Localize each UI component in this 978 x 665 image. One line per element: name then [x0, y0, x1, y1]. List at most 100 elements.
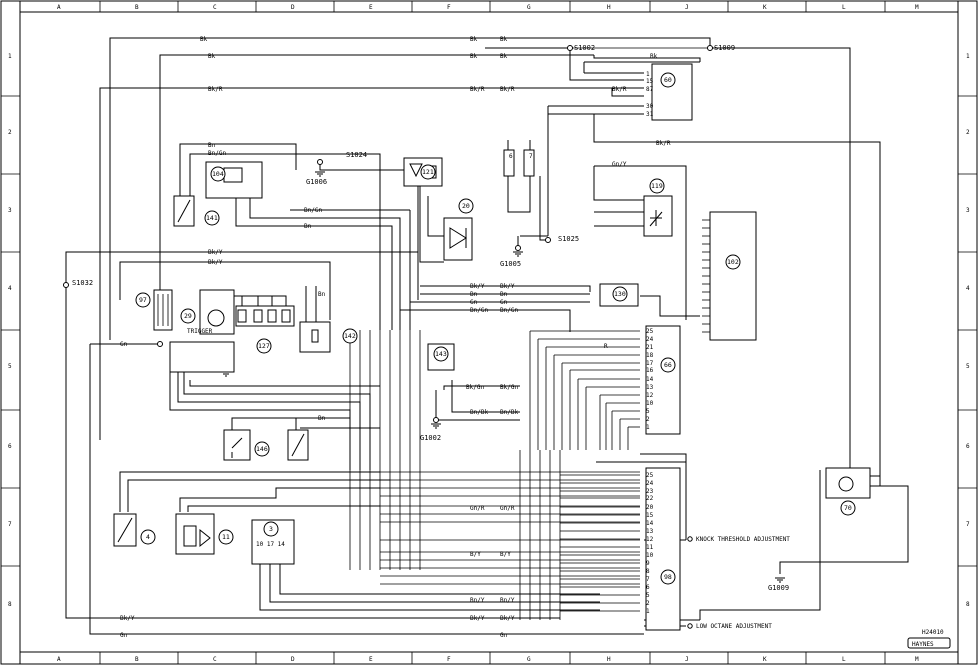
component-102-bubble [725, 254, 741, 270]
wire-color-label: Bk/Gn [466, 384, 484, 391]
pin-60-30: 30 [646, 103, 654, 110]
pin-66-2: 2 [646, 416, 650, 423]
component-20-id: 20 [462, 202, 470, 210]
component-20-box [443, 217, 473, 261]
col-label-bottom: G [527, 656, 531, 663]
wire-bnr-98 [640, 453, 687, 540]
fuse-7 [523, 149, 535, 177]
row-label-right: 8 [966, 601, 970, 608]
note-knock: KNOCK THRESHOLD ADJUSTMENT [696, 536, 790, 543]
component-104-bubble [210, 166, 226, 182]
wire-130-gn [640, 295, 700, 317]
component-104-id: 104 [212, 170, 224, 178]
switch-icon [231, 437, 243, 458]
component-141-bubble [204, 210, 220, 226]
wire-bkgn-mid [594, 165, 687, 320]
pin-60-87: 87 [646, 86, 654, 93]
wire-104-by [249, 196, 401, 330]
wire-color-label: Bn/Gn [500, 307, 518, 314]
wire-color-label: Bk [208, 53, 216, 60]
wire-color-label: Gn/Y [612, 161, 627, 168]
col-label-bottom: A [57, 656, 61, 663]
wire-3-a [259, 562, 600, 611]
spark-plug-icon [253, 309, 263, 323]
col-label-top: M [915, 4, 919, 11]
component-60-id: 60 [664, 76, 672, 84]
connector-3-pins: 10 17 14 [256, 541, 285, 548]
wire-color-label: Bn/Gn [208, 150, 226, 157]
actuator-icon [183, 525, 211, 548]
row-label-left: 3 [8, 207, 12, 214]
component-142-box [299, 321, 331, 353]
component-143-bubble [433, 346, 449, 362]
wire-color-label: Gn [500, 299, 508, 306]
wire-60-pin87 [611, 88, 644, 97]
component-4-id: 4 [146, 533, 150, 541]
component-29-id: 29 [184, 312, 192, 320]
wire-bk-s1002 [485, 47, 644, 81]
row-label-right: 7 [966, 521, 970, 528]
row-ticks [1, 95, 977, 567]
ground-g1002: G1002 [420, 434, 441, 442]
wire-11b [187, 505, 380, 512]
component-29-bubble [180, 308, 196, 324]
pin-98-15: 15 [646, 512, 654, 519]
pin-98-12: 12 [646, 536, 654, 543]
pin-98-23: 23 [646, 488, 654, 495]
ground-g1009: G1009 [768, 584, 789, 592]
pin-98-8: 8 [646, 568, 650, 575]
thermistor-icon-2 [291, 433, 305, 457]
pin-66-21: 21 [646, 344, 654, 351]
col-label-bottom: F [447, 656, 451, 663]
wire-4 [119, 471, 380, 512]
wire-color-label: Bk/Y [208, 249, 223, 256]
wire-color-label: Bk/R [470, 86, 485, 93]
wire-trig-4 [189, 380, 380, 387]
wire-143-bnbk [451, 380, 520, 413]
wire-color-label: Bn [304, 223, 312, 230]
ground-g1005: G1005 [500, 260, 521, 268]
splice-dot [515, 245, 521, 251]
component-97-id: 97 [139, 296, 147, 304]
pin-98-10: 10 [646, 552, 654, 559]
wire-color-label: R [604, 343, 608, 350]
pin-98-7: 7 [646, 576, 650, 583]
pin-60-31: 31 [646, 111, 654, 118]
pin-98-22: 22 [646, 495, 654, 502]
row-label-right: 3 [966, 207, 970, 214]
wire-color-label: Bk/Gn [500, 384, 518, 391]
splice-dots [63, 45, 713, 423]
row-label-right: 2 [966, 129, 970, 136]
ground-icon [775, 577, 785, 583]
pin-98-24: 24 [646, 480, 654, 487]
wire-color-label: Bk/Y [470, 615, 485, 622]
col-label-top: A [57, 4, 61, 11]
ground-icon [431, 423, 441, 429]
note-octane: LOW OCTANE ADJUSTMENT [696, 623, 772, 630]
wire-bky-130 [420, 285, 591, 292]
splice-s1025: S1025 [558, 235, 579, 243]
component-11-bubble [218, 529, 234, 545]
wire-color-label: Bk/Y [470, 283, 485, 290]
component-102-id: 102 [727, 258, 739, 266]
row-label-left: 1 [8, 53, 12, 60]
pin-98-6: 6 [646, 584, 650, 591]
wire-color-label: Bk/R [208, 86, 223, 93]
row-label-right: 4 [966, 285, 970, 292]
pin-66-25: 25 [646, 328, 654, 335]
wire-color-label: Gn [470, 299, 478, 306]
component-127-bubble [256, 338, 272, 354]
col-label-top: E [369, 4, 373, 11]
trigger-box [169, 341, 235, 373]
splice-s1002: S1002 [574, 44, 595, 52]
wire-color-label: Bn/Bk [500, 409, 518, 416]
wire-color-label: Bn [318, 291, 326, 298]
component-98-id: 98 [664, 573, 672, 581]
wire-143-bnsn [443, 385, 520, 390]
pins-102 [702, 219, 710, 333]
diode-icon [649, 210, 663, 227]
component-141-id: 141 [206, 214, 218, 222]
